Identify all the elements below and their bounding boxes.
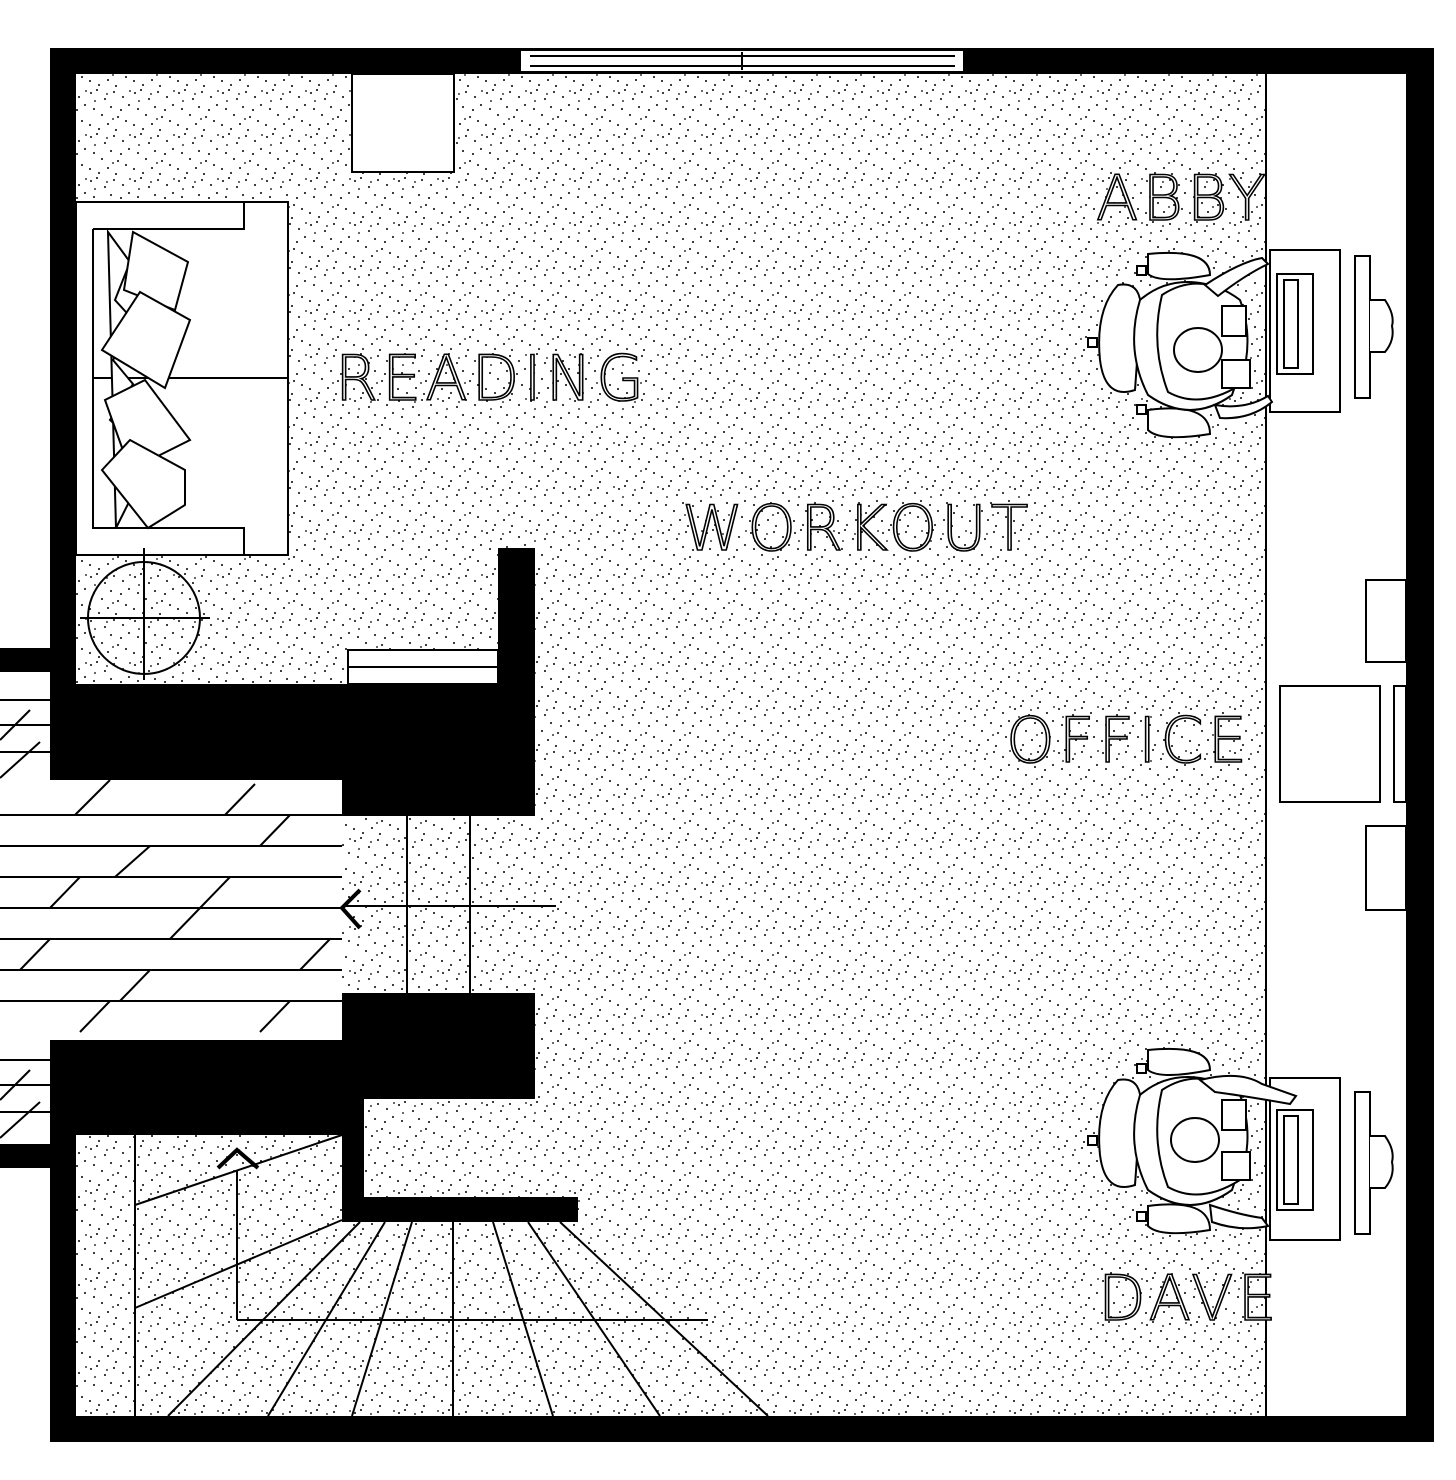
side-table: [351, 73, 455, 173]
sofa: [75, 201, 289, 556]
label-abby: ABBY: [1096, 162, 1270, 235]
small-step: [347, 649, 499, 685]
label-reading: READING: [335, 342, 648, 415]
abby-chair: [1087, 251, 1274, 439]
top-window: [519, 49, 965, 73]
dave-desk: [1269, 1077, 1394, 1241]
label-office: OFFICE: [1006, 704, 1251, 777]
round-table: [80, 548, 210, 680]
chevron-up-icon: [216, 1147, 260, 1170]
lower-stairs: [134, 1134, 769, 1417]
dave-chair: [1087, 1047, 1298, 1235]
entry-steps: [342, 814, 556, 993]
office-cabinets: [1279, 579, 1407, 911]
chevron-left-icon: [339, 888, 362, 930]
label-dave: DAVE: [1098, 1262, 1281, 1335]
label-workout: WORKOUT: [682, 492, 1033, 565]
hallway-floor: [0, 672, 342, 1144]
abby-desk: [1269, 249, 1394, 413]
walls: [0, 48, 1434, 1442]
